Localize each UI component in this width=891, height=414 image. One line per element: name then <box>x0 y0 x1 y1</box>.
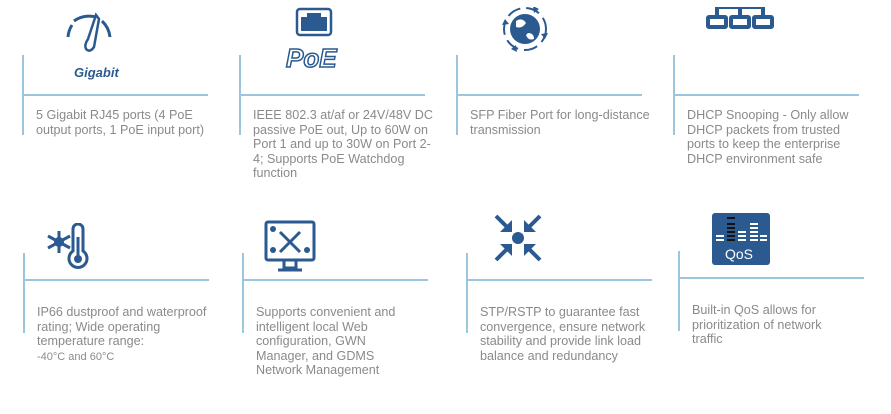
feature-gigabit: Gigabit 5 Gigabit RJ45 ports (4 PoE outp… <box>22 12 212 205</box>
feature-description: Supports convenient and intelligent loca… <box>256 305 396 378</box>
divider <box>466 279 652 281</box>
feature-description: STP/RSTP to guarantee fast convergence, … <box>480 305 646 363</box>
feature-qos: QoS Built-in QoS allows for prioritizati… <box>678 213 868 401</box>
feature-dhcp: DHCP Snooping - Only allow DHCP packets … <box>673 7 863 205</box>
feature-ip66: IP66 dustproof and waterproof rating; Wi… <box>23 223 213 403</box>
feature-description: Built-in QoS allows for prioritization o… <box>692 303 822 347</box>
divider <box>678 251 680 331</box>
svg-text:Gigabit: Gigabit <box>74 65 119 80</box>
feature-description: 5 Gigabit RJ45 ports (4 PoE output ports… <box>36 108 205 137</box>
divider <box>239 94 425 96</box>
svg-text:QoS: QoS <box>725 246 753 262</box>
feature-text: IP66 dustproof and waterproof rating; Wi… <box>37 305 207 349</box>
feature-description: SFP Fiber Port for long-distance transmi… <box>470 108 650 137</box>
divider <box>242 279 428 281</box>
feature-stp: STP/RSTP to guarantee fast convergence, … <box>466 214 656 403</box>
svg-text:PoE: PoE <box>286 43 337 73</box>
converge-arrows-icon <box>494 214 542 262</box>
divider <box>22 94 208 96</box>
snowflake-thermometer-icon <box>47 223 89 269</box>
divider <box>466 253 468 333</box>
network-hierarchy-icon <box>706 7 774 29</box>
feature-poe: PoE IEEE 802.3 at/af or 24V/48V DC passi… <box>239 7 433 205</box>
divider <box>23 253 25 333</box>
feature-management: Supports convenient and intelligent loca… <box>242 220 432 403</box>
feature-description: DHCP Snooping - Only allow DHCP packets … <box>687 108 849 166</box>
divider <box>242 253 244 333</box>
qos-equalizer-icon: QoS <box>712 213 770 265</box>
divider <box>673 94 859 96</box>
divider <box>456 94 642 96</box>
divider <box>23 279 209 281</box>
feature-description: IP66 dustproof and waterproof rating; Wi… <box>37 305 217 364</box>
feature-sfp: SFP Fiber Port for long-distance transmi… <box>456 7 650 205</box>
temperature-range: -40°C and 60°C <box>37 350 115 363</box>
poe-ethernet-icon: PoE <box>285 7 338 74</box>
monitor-tools-icon <box>264 220 316 272</box>
gigabit-speedometer-icon: Gigabit <box>66 12 119 80</box>
globe-fiber-icon <box>502 7 548 52</box>
feature-description: IEEE 802.3 at/af or 24V/48V DC passive P… <box>253 108 433 181</box>
divider <box>678 277 864 279</box>
